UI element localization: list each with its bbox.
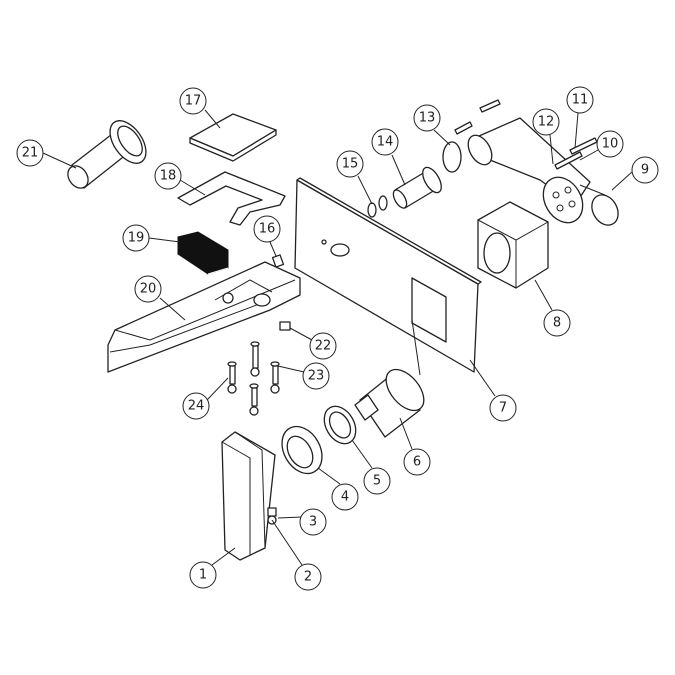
- callout-circle: [16, 139, 44, 167]
- callout-8: 8: [543, 309, 571, 337]
- callout-label: 12: [538, 115, 555, 130]
- part-13-oring: [442, 141, 462, 173]
- part-19-aerator: [177, 231, 229, 275]
- callout-label: 14: [377, 135, 394, 150]
- callout-circle: [543, 309, 571, 337]
- callout-10: 10: [596, 130, 624, 158]
- callout-circle: [403, 448, 431, 476]
- callout-19: 19: [122, 224, 150, 252]
- callout-circle: [596, 130, 624, 158]
- part-8-trim: [477, 201, 549, 289]
- callout-label: 24: [188, 399, 205, 414]
- callout-16: 16: [253, 215, 281, 243]
- callout-21: 21: [16, 139, 44, 167]
- part-21-cap: [67, 120, 147, 189]
- part-17-cover: [189, 113, 277, 162]
- callout-label: 16: [259, 222, 276, 237]
- callout-24: 24: [182, 392, 210, 420]
- callout-label: 3: [309, 515, 317, 530]
- callout-circle: [179, 87, 207, 115]
- callout-circle: [294, 563, 322, 591]
- callout-label: 5: [373, 474, 381, 489]
- callout-4: 4: [331, 483, 359, 511]
- callout-6: 6: [403, 448, 431, 476]
- callout-circle: [336, 150, 364, 178]
- callout-circle: [363, 467, 391, 495]
- callout-circle: [253, 215, 281, 243]
- callout-circle: [302, 362, 330, 390]
- callout-label: 4: [341, 490, 349, 505]
- callout-label: 13: [419, 111, 436, 126]
- callout-circle: [631, 156, 659, 184]
- callout-circle: [154, 162, 182, 190]
- callout-11: 11: [566, 86, 594, 114]
- callout-1: 1: [189, 561, 217, 589]
- callout-label: 2: [304, 570, 312, 585]
- part-16-screw: [271, 254, 285, 268]
- callout-circle: [489, 394, 517, 422]
- part-9-body: [454, 99, 619, 226]
- callout-circle: [309, 332, 337, 360]
- callout-circle: [331, 483, 359, 511]
- part-23-24-screws: [227, 341, 280, 416]
- part-18-bracket: [177, 171, 286, 226]
- callout-18: 18: [154, 162, 182, 190]
- callout-circle: [532, 108, 560, 136]
- callout-label: 11: [572, 93, 589, 108]
- callout-23: 23: [302, 362, 330, 390]
- callout-15: 15: [336, 150, 364, 178]
- callout-20: 20: [134, 275, 162, 303]
- callout-17: 17: [179, 87, 207, 115]
- part-22-nut: [279, 321, 291, 331]
- callout-circle: [189, 561, 217, 589]
- part-2-nut: [267, 507, 277, 517]
- callout-circle: [413, 104, 441, 132]
- callout-label: 18: [160, 169, 177, 184]
- callout-label: 1: [199, 568, 207, 583]
- callout-label: 17: [185, 94, 202, 109]
- leader-lines: [42, 109, 633, 566]
- callout-label: 21: [22, 146, 39, 161]
- part-14-valve: [392, 166, 442, 209]
- callout-14: 14: [371, 128, 399, 156]
- callout-circle: [122, 224, 150, 252]
- part-15-oring: [378, 195, 388, 211]
- part-6-valve: [354, 368, 425, 438]
- callout-label: 19: [128, 231, 145, 246]
- part-1-handle: [221, 431, 276, 561]
- callout-circle: [182, 392, 210, 420]
- callout-9: 9: [631, 156, 659, 184]
- callout-label: 10: [602, 137, 619, 152]
- callout-circle: [371, 128, 399, 156]
- callout-5: 5: [363, 467, 391, 495]
- callout-2: 2: [294, 563, 322, 591]
- callout-label: 9: [641, 163, 649, 178]
- part-20-spout: [107, 261, 301, 373]
- part-7-plate: [294, 177, 482, 373]
- callout-label: 23: [308, 369, 325, 384]
- part-15-oring: [367, 202, 377, 218]
- callout-circle: [299, 508, 327, 536]
- callout-label: 8: [553, 316, 561, 331]
- callout-3: 3: [299, 508, 327, 536]
- callout-13: 13: [413, 104, 441, 132]
- callout-label: 7: [499, 401, 507, 416]
- callout-label: 15: [342, 157, 359, 172]
- callout-label: 20: [140, 282, 157, 297]
- callout-circle: [134, 275, 162, 303]
- callout-12: 12: [532, 108, 560, 136]
- callout-22: 22: [309, 332, 337, 360]
- callout-7: 7: [489, 394, 517, 422]
- callout-label: 22: [315, 339, 332, 354]
- callout-label: 6: [413, 455, 421, 470]
- callout-circle: [566, 86, 594, 114]
